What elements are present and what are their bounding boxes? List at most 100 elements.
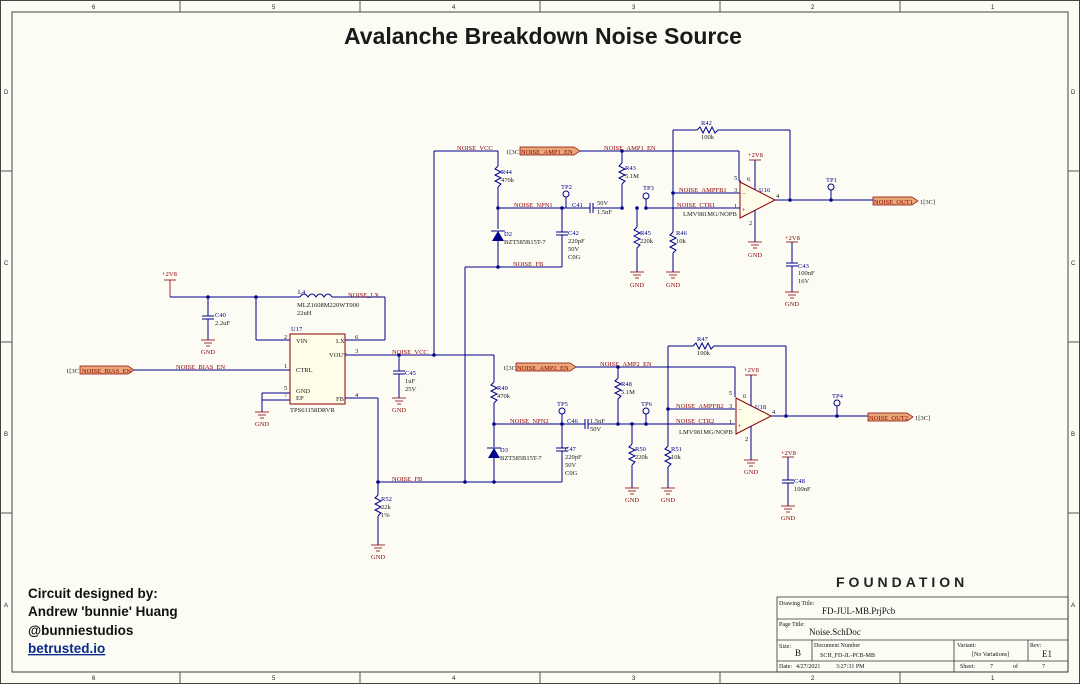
- svg-text:50V: 50V: [565, 462, 577, 469]
- svg-text:R50: R50: [635, 446, 646, 453]
- svg-text:LMV981MG/NOPB: LMV981MG/NOPB: [683, 211, 737, 218]
- svg-text:TPS61158DRVR: TPS61158DRVR: [290, 407, 335, 414]
- tb-sheet-label: Sheet:: [960, 664, 975, 670]
- svg-text:1: 1: [729, 419, 732, 426]
- zone-labels: 6 5 4 3 2 1 6 5 4 3 2 1 D C B A D C B A: [4, 5, 1076, 682]
- svg-text:3: 3: [729, 403, 732, 410]
- zone-row-left: C: [4, 261, 9, 267]
- tb-date: 4/27/2021: [796, 664, 820, 670]
- svg-text:1[3C]: 1[3C]: [915, 415, 930, 422]
- net-noise-fb-top: NOISE_FB: [513, 261, 544, 268]
- svg-text:2: 2: [745, 436, 748, 443]
- zone-col-top: 3: [632, 5, 636, 11]
- svg-text:1%: 1%: [381, 512, 390, 519]
- svg-text:10k: 10k: [671, 454, 682, 461]
- opamp-u18: − + U18 LMV981MG/NOPB 5 3 1 4 6 2: [679, 390, 776, 443]
- svg-text:6: 6: [355, 334, 359, 341]
- svg-text:1uF: 1uF: [405, 378, 416, 385]
- tb-rev: E1: [1042, 649, 1052, 659]
- tb-variant-label: Variant:: [957, 643, 976, 649]
- gnd-symbol: GND: [744, 459, 758, 476]
- svg-text:GND: GND: [296, 388, 310, 395]
- port-noise-out2: NOISE_OUT2 1[3C]: [867, 412, 930, 422]
- net-noise-vcc: NOISE_VCC: [392, 349, 428, 356]
- svg-text:TP5: TP5: [557, 401, 568, 408]
- zone-col-bottom: 4: [452, 676, 456, 682]
- gnd-symbol: GND: [371, 544, 385, 561]
- svg-text:TP2: TP2: [561, 184, 572, 191]
- resistor-r44: R44 470k: [493, 151, 515, 229]
- testpoint-tp5: TP5: [557, 401, 568, 424]
- tb-page-title: Noise.SchDoc: [809, 627, 861, 637]
- svg-text:1[3C]: 1[3C]: [920, 199, 935, 206]
- resistor-r42: R42 100k: [673, 120, 791, 200]
- svg-text:D2: D2: [504, 231, 512, 238]
- zone-col-bottom: 2: [811, 676, 815, 682]
- port-noise-amp2-en: 1[3C] NOISE_AMP2_EN: [503, 362, 577, 372]
- gnd-symbol: GND: [630, 271, 644, 289]
- gnd-symbol: GND: [392, 397, 406, 414]
- sheet-border-inner: [11, 11, 1069, 673]
- svg-text:+: +: [738, 423, 742, 430]
- gnd-symbol: GND: [666, 271, 680, 289]
- gnd-symbol: GND: [201, 339, 215, 356]
- port-noise-bias-en: 1[3C] NOISE_BIAS_EN: [66, 365, 135, 375]
- gnd-symbol: GND: [661, 487, 675, 504]
- testpoint-tp4: TP4: [832, 393, 844, 416]
- resistor-r43: R43 5.1M: [617, 151, 639, 208]
- tb-drawing-title: FD-JUL-MB.PrjPcb: [822, 606, 896, 616]
- zone-col-bottom: 6: [92, 676, 96, 682]
- svg-text:GND: GND: [785, 301, 799, 308]
- tb-drawing-title-label: Drawing Title:: [779, 601, 815, 607]
- svg-text:TP3: TP3: [643, 185, 654, 192]
- tb-rev-label: Rev:: [1030, 643, 1042, 649]
- port-noise-amp1-en: 1[3C] NOISE_AMP1_EN: [506, 146, 581, 156]
- svg-text:1[3C]: 1[3C]: [506, 149, 521, 156]
- svg-text:3: 3: [734, 187, 737, 194]
- svg-text:D3: D3: [500, 447, 508, 454]
- resistor-r46: R46 10k: [668, 230, 688, 272]
- svg-text:220pF: 220pF: [568, 238, 585, 245]
- tb-sheet: 7: [990, 664, 993, 670]
- tb-size-label: Size:: [779, 644, 791, 650]
- credit-link[interactable]: betrusted.io: [28, 641, 105, 656]
- svg-text:1.5nF: 1.5nF: [597, 209, 612, 216]
- svg-text:+2V8: +2V8: [785, 235, 800, 242]
- svg-text:LX: LX: [336, 338, 345, 345]
- zone-row-right: D: [1071, 90, 1076, 96]
- gnd-symbol: GND: [781, 505, 795, 522]
- svg-text:6: 6: [747, 176, 751, 183]
- svg-text:GND: GND: [625, 497, 639, 504]
- port-noise-out1: NOISE_OUT1 1[3C]: [872, 196, 935, 206]
- svg-text:C41: C41: [572, 202, 583, 209]
- zone-col-top: 5: [272, 5, 276, 11]
- svg-text:5: 5: [729, 390, 732, 397]
- svg-text:100nF: 100nF: [798, 270, 815, 277]
- svg-text:GND: GND: [748, 252, 762, 259]
- svg-text:GND: GND: [781, 515, 795, 522]
- svg-text:NOISE_OUT1: NOISE_OUT1: [874, 199, 913, 206]
- opamp-u16: − + U16 LMV981MG/NOPB 5 3 1 4 6 2: [683, 175, 780, 227]
- tb-doc-number: SCH_FD-JL-PCB-MB: [820, 653, 875, 659]
- gnd-symbol: GND: [785, 291, 799, 308]
- svg-text:NOISE_AMP2_EN: NOISE_AMP2_EN: [517, 365, 569, 372]
- svg-text:1: 1: [734, 203, 737, 210]
- tb-variant: [No Variations]: [972, 652, 1009, 658]
- svg-text:R48: R48: [621, 381, 632, 388]
- svg-text:R47: R47: [697, 336, 709, 343]
- capacitor-c42: C42 220pF 50V C0G: [556, 208, 585, 267]
- zone-row-left: D: [4, 90, 9, 96]
- svg-text:−: −: [738, 407, 742, 414]
- svg-text:GND: GND: [666, 282, 680, 289]
- svg-text:VIN: VIN: [296, 338, 308, 345]
- gnd-symbol: GND: [625, 487, 639, 504]
- svg-text:R49: R49: [497, 385, 508, 392]
- svg-text:3: 3: [355, 348, 358, 355]
- svg-text:MLZ1608M220WT000: MLZ1608M220WT000: [297, 302, 359, 309]
- capacitor-c43: C43 100nF 16V: [786, 242, 815, 292]
- svg-text:4: 4: [776, 193, 780, 200]
- testpoint-tp2: TP2: [561, 184, 572, 208]
- svg-text:10k: 10k: [676, 238, 687, 245]
- ic-u17-boost: U17 VIN CTRL GND EP LX VOUT FB 2 1 5 7 6…: [284, 326, 359, 414]
- svg-text:R46: R46: [676, 230, 688, 237]
